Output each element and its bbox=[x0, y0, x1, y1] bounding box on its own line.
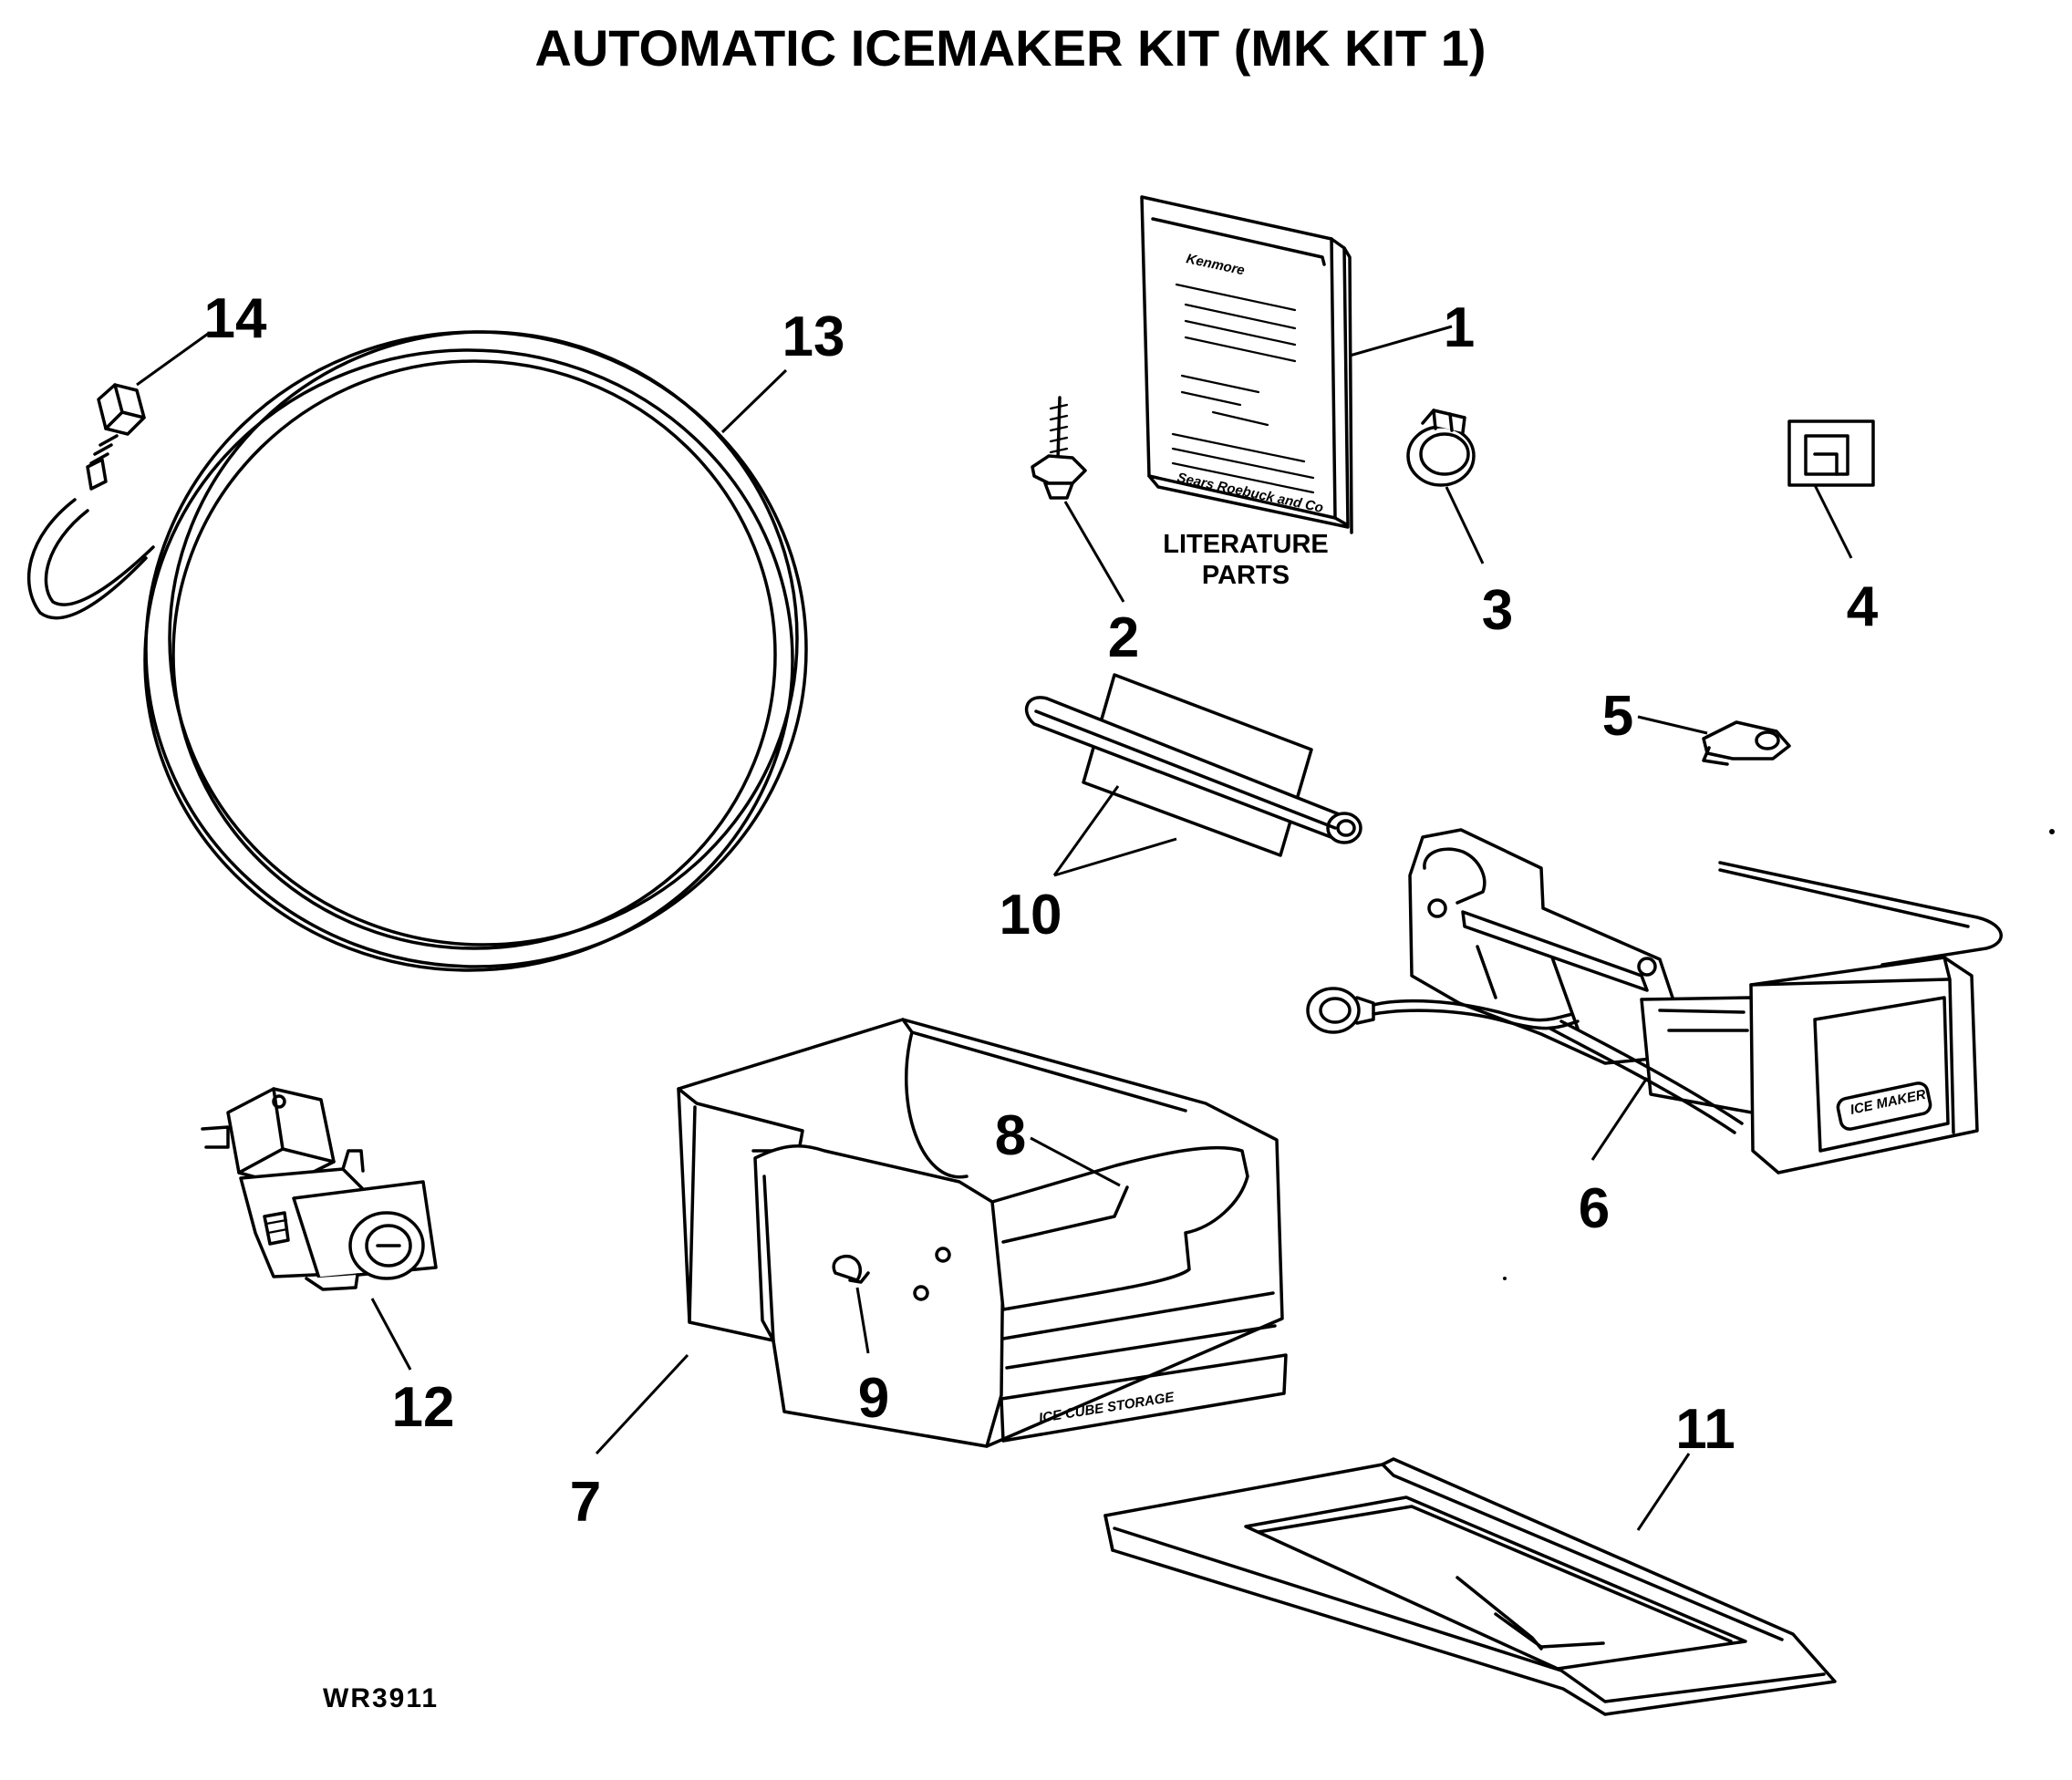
leader-lines bbox=[136, 325, 1853, 1531]
part-11-shelf-tray bbox=[1103, 1457, 1837, 1716]
scan-speck bbox=[1503, 1277, 1507, 1280]
literature-label-line1: LITERATURE bbox=[1163, 530, 1329, 559]
callout-14: 14 bbox=[204, 287, 267, 350]
callout-11: 11 bbox=[1675, 1398, 1735, 1461]
callout-2: 2 bbox=[1108, 606, 1139, 669]
callout-9: 9 bbox=[858, 1367, 889, 1430]
callout-1: 1 bbox=[1444, 296, 1475, 359]
callout-12: 12 bbox=[392, 1376, 455, 1439]
part-3-hose-clamp bbox=[1406, 409, 1476, 487]
part-12-water-valve bbox=[201, 1087, 438, 1291]
part-10-fill-tube-and-pad bbox=[1024, 673, 1362, 857]
callout-4: 4 bbox=[1847, 575, 1879, 638]
callout-13: 13 bbox=[782, 305, 845, 368]
part-1-owner-manual: Kenmore Sears Roebuck and Co bbox=[1140, 195, 1353, 534]
part-7-ice-storage-bin: ICE CUBE STORAGE bbox=[677, 1018, 1288, 1448]
scan-speck bbox=[2049, 829, 2055, 834]
part-5-clip bbox=[1702, 720, 1791, 766]
part-4-plate bbox=[1787, 419, 1875, 487]
drawing-number: WR3911 bbox=[323, 1683, 439, 1713]
part-2-screw bbox=[1031, 396, 1087, 500]
callout-6: 6 bbox=[1579, 1177, 1610, 1240]
part-13-water-tube-coil bbox=[26, 330, 808, 972]
callout-8: 8 bbox=[995, 1104, 1026, 1167]
diagram-title: AUTOMATIC ICEMAKER KIT (MK KIT 1) bbox=[534, 19, 1486, 77]
callout-5: 5 bbox=[1602, 685, 1633, 748]
literature-label-line2: PARTS bbox=[1202, 561, 1290, 590]
callout-7: 7 bbox=[570, 1471, 601, 1534]
part-6-icemaker-unit: ICE MAKER bbox=[1306, 828, 2003, 1175]
callout-10: 10 bbox=[1000, 884, 1062, 947]
callout-3: 3 bbox=[1482, 579, 1513, 642]
part-14-compression-nut bbox=[86, 383, 146, 491]
